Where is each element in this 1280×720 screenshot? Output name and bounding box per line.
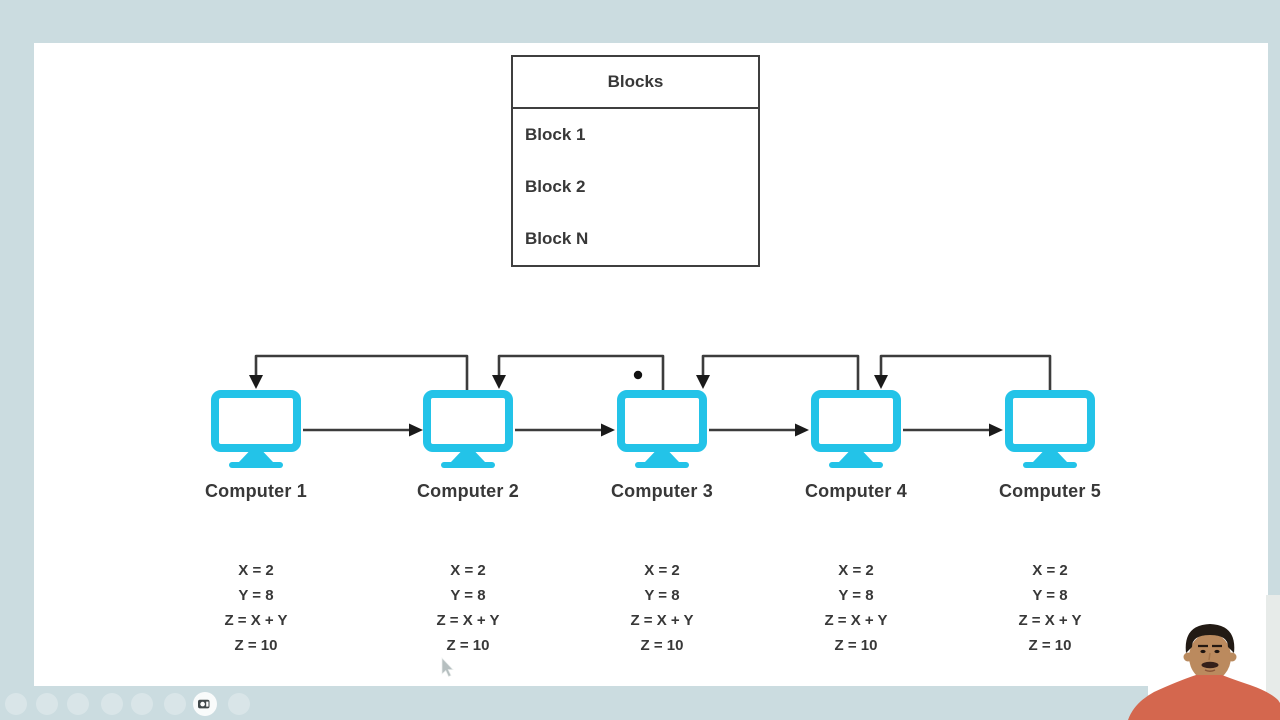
equation-line: X = 2: [1032, 562, 1068, 579]
equation-line: Z = 10: [640, 637, 684, 654]
equation-line: Z = 10: [1028, 637, 1072, 654]
mouse-cursor: [441, 657, 454, 678]
monitor-base: [1023, 462, 1077, 468]
monitor-base: [829, 462, 883, 468]
equation-line: X = 2: [238, 562, 274, 579]
computer-label: Computer 1: [204, 481, 307, 501]
blocks-table-header: Blocks: [513, 57, 758, 109]
blocks-table-row: Block 1: [525, 125, 586, 144]
monitor-stand: [839, 452, 873, 462]
computer-node: Computer 4: [796, 390, 916, 502]
computer-monitor-icon: [423, 390, 513, 452]
blocks-table-row: Block 2: [525, 177, 586, 196]
equation-line: Z = 10: [234, 637, 278, 654]
equation-line: Z = X + Y: [630, 612, 694, 629]
equation-line: Z = X + Y: [224, 612, 288, 629]
faded-control-icon[interactable]: [5, 693, 27, 715]
equation-line: Z = X + Y: [436, 612, 500, 629]
monitor-base: [229, 462, 283, 468]
equation-line: Z = X + Y: [824, 612, 888, 629]
blocks-table-row: Block N: [525, 229, 589, 248]
presenter-person: [1128, 624, 1280, 720]
blocks-table: Blocks Block 1 Block 2 Block N: [511, 55, 760, 267]
computer-monitor-icon: [617, 390, 707, 452]
player-toolbar: [5, 692, 250, 716]
equation-line: Z = 10: [834, 637, 878, 654]
faded-control-icon[interactable]: [36, 693, 58, 715]
monitor-stand: [645, 452, 679, 462]
equations-block: X = 2 Y = 8 Z = X + Y Z = 10: [602, 558, 722, 658]
computer-node: Computer 2: [408, 390, 528, 502]
equation-line: Z = X + Y: [1018, 612, 1082, 629]
equations-block: X = 2 Y = 8 Z = X + Y Z = 10: [408, 558, 528, 658]
equations-block: X = 2 Y = 8 Z = X + Y Z = 10: [990, 558, 1110, 658]
monitor-base: [441, 462, 495, 468]
equation-line: X = 2: [838, 562, 874, 579]
equation-line: Y = 8: [1032, 587, 1068, 604]
monitor-base: [635, 462, 689, 468]
computer-label: Computer 4: [804, 481, 907, 501]
presenter-video: [1128, 595, 1280, 720]
webcam-edge: [1266, 595, 1280, 720]
computer-monitor-icon: [811, 390, 901, 452]
monitor-stand: [451, 452, 485, 462]
computer-label: Computer 3: [610, 481, 713, 501]
equation-line: X = 2: [450, 562, 486, 579]
equations-block: X = 2 Y = 8 Z = X + Y Z = 10: [796, 558, 916, 658]
computer-monitor-icon: [211, 390, 301, 452]
equation-line: Y = 8: [838, 587, 874, 604]
blocks-table-body: Block 1 Block 2 Block N: [513, 109, 758, 265]
computer-label: Computer 2: [416, 481, 519, 501]
computer-monitor-icon: [1005, 390, 1095, 452]
equation-line: Z = 10: [446, 637, 490, 654]
computer-node: Computer 3: [602, 390, 722, 502]
computer-label: Computer 5: [998, 481, 1101, 501]
monitor-stand: [1033, 452, 1067, 462]
webcam-overlay: [1120, 595, 1280, 720]
computer-node: Computer 1: [196, 390, 316, 502]
faded-control-icon[interactable]: [67, 693, 89, 715]
monitor-stand: [239, 452, 273, 462]
equation-line: X = 2: [644, 562, 680, 579]
faded-control-icon[interactable]: [228, 693, 250, 715]
faded-control-icon[interactable]: [164, 693, 186, 715]
faded-control-icon[interactable]: [101, 693, 123, 715]
equation-line: Y = 8: [450, 587, 486, 604]
video-camera-icon[interactable]: [193, 692, 217, 716]
equation-line: Y = 8: [644, 587, 680, 604]
equation-line: Y = 8: [238, 587, 274, 604]
faded-control-icon[interactable]: [131, 693, 153, 715]
equations-block: X = 2 Y = 8 Z = X + Y Z = 10: [196, 558, 316, 658]
computer-node: Computer 5: [990, 390, 1110, 502]
